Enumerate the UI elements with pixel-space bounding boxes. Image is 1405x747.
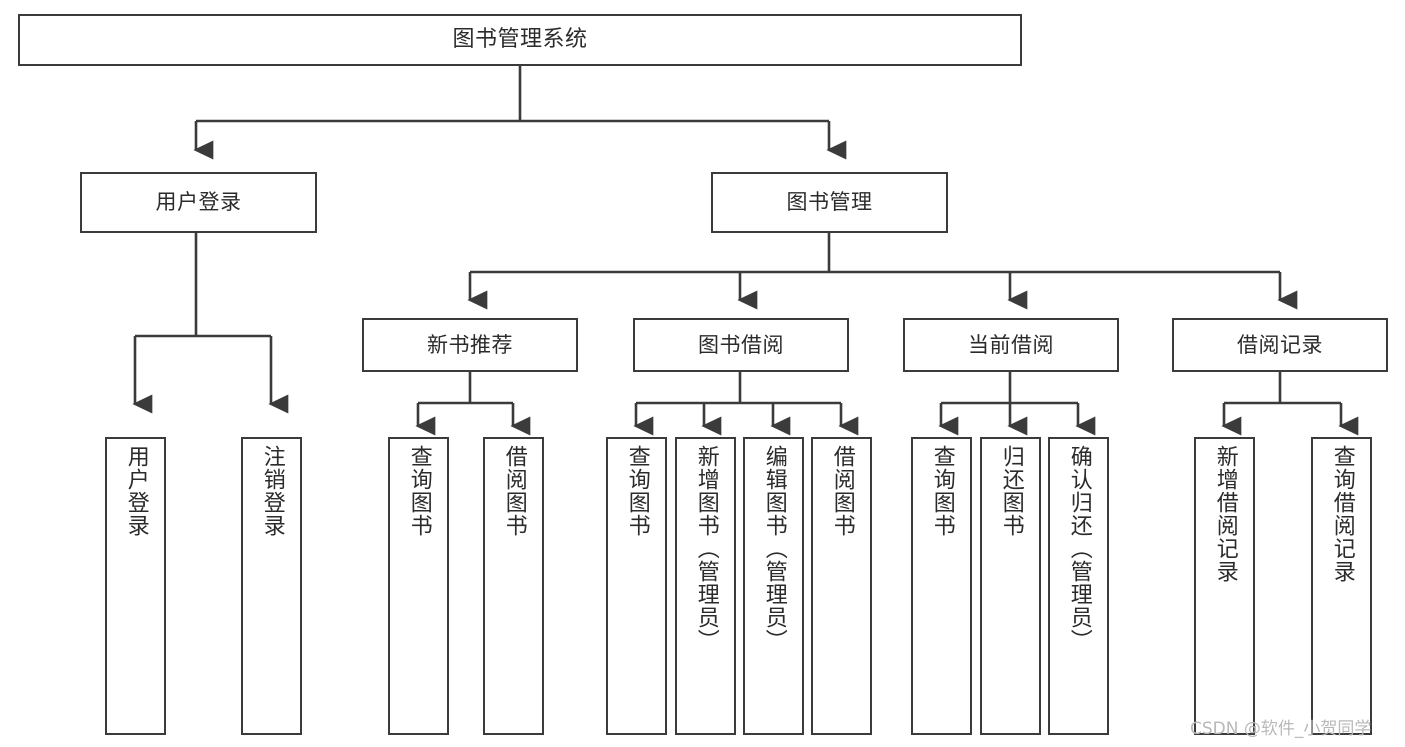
node-user-login[interactable]: 用户登录 bbox=[80, 172, 317, 233]
node-label: 编辑图书（管理员） bbox=[761, 445, 787, 652]
leaf-edit-book-admin[interactable]: 编辑图书（管理员） bbox=[743, 437, 804, 735]
leaf-confirm-return-admin[interactable]: 确认归还（管理员） bbox=[1048, 437, 1109, 735]
node-label: 查询借阅记录 bbox=[1329, 445, 1355, 583]
leaf-user-login[interactable]: 用户登录 bbox=[105, 437, 166, 735]
node-borrow-record[interactable]: 借阅记录 bbox=[1172, 318, 1388, 372]
node-label: 新增图书（管理员） bbox=[693, 445, 719, 652]
node-label: 借阅图书 bbox=[501, 445, 527, 537]
node-label: 归还图书 bbox=[998, 445, 1024, 537]
node-label: 注销登录 bbox=[259, 445, 285, 537]
leaf-logout-login[interactable]: 注销登录 bbox=[241, 437, 302, 735]
node-label: 用户登录 bbox=[155, 190, 242, 215]
node-label: 借阅图书 bbox=[829, 445, 855, 537]
node-label: 图书借阅 bbox=[698, 332, 784, 357]
leaf-borrow-book[interactable]: 借阅图书 bbox=[811, 437, 872, 735]
node-label: 查询图书 bbox=[929, 445, 955, 537]
node-label: 新增借阅记录 bbox=[1212, 445, 1238, 583]
node-label: 新书推荐 bbox=[427, 332, 513, 357]
node-book-borrow[interactable]: 图书借阅 bbox=[633, 318, 849, 372]
watermark: CSDN @软件_小贺同学 bbox=[1190, 719, 1372, 739]
node-root-book-management-system[interactable]: 图书管理系统 bbox=[18, 14, 1022, 66]
leaf-query-book-recommend[interactable]: 查询图书 bbox=[388, 437, 449, 735]
node-label: 确认归还（管理员） bbox=[1066, 445, 1092, 652]
node-label: 用户登录 bbox=[123, 445, 149, 537]
node-label: 图书管理 bbox=[786, 190, 873, 215]
leaf-query-borrow-record[interactable]: 查询借阅记录 bbox=[1311, 437, 1372, 735]
leaf-return-book[interactable]: 归还图书 bbox=[980, 437, 1041, 735]
leaf-query-book-current[interactable]: 查询图书 bbox=[911, 437, 972, 735]
node-label: 查询图书 bbox=[624, 445, 650, 537]
node-label: 借阅记录 bbox=[1237, 332, 1323, 357]
node-new-book-recommend[interactable]: 新书推荐 bbox=[362, 318, 578, 372]
node-label: 图书管理系统 bbox=[452, 27, 588, 53]
node-label: 查询图书 bbox=[406, 445, 432, 537]
node-current-borrow[interactable]: 当前借阅 bbox=[903, 318, 1119, 372]
leaf-add-book-admin[interactable]: 新增图书（管理员） bbox=[675, 437, 736, 735]
leaf-query-book-borrow[interactable]: 查询图书 bbox=[606, 437, 667, 735]
node-label: 当前借阅 bbox=[968, 332, 1054, 357]
node-book-management[interactable]: 图书管理 bbox=[711, 172, 948, 233]
leaf-borrow-book-recommend[interactable]: 借阅图书 bbox=[483, 437, 544, 735]
leaf-add-borrow-record[interactable]: 新增借阅记录 bbox=[1194, 437, 1255, 735]
